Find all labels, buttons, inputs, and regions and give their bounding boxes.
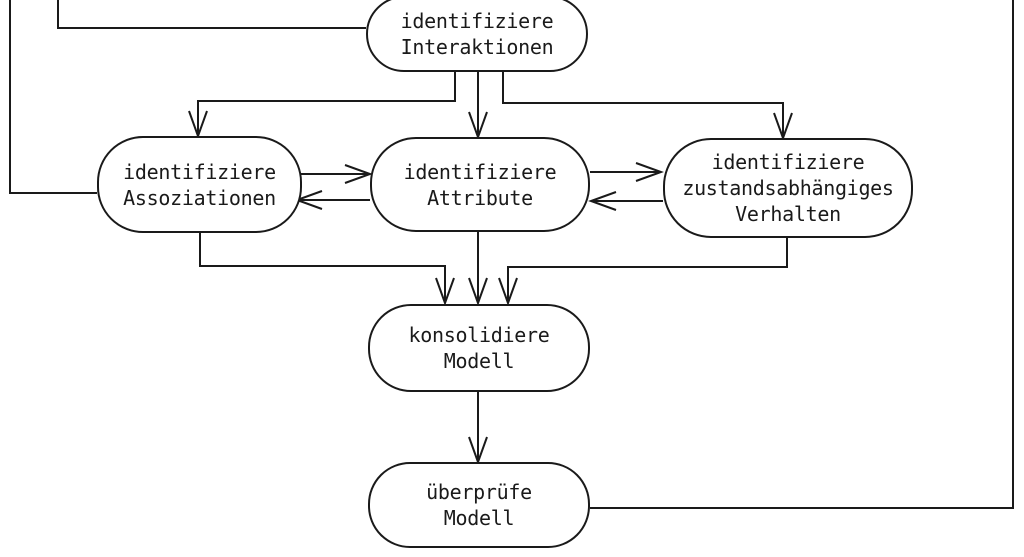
- node-label-interaktionen: identifiziere Interaktionen: [400, 9, 554, 59]
- arrowhead-into-verhalten-left: [635, 162, 664, 182]
- edge-ueberpruefe-to-topright: [590, 0, 1014, 509]
- edge-topleft-to-assoziationen: [9, 0, 97, 194]
- node-identifiziere-interaktionen: identifiziere Interaktionen: [366, 0, 588, 72]
- edge-verhalten-konsolidiere: [507, 238, 788, 303]
- node-label-verhalten: identifiziere zustandsabhängiges Verhalt…: [682, 150, 894, 226]
- edge-assoziationen-konsolidiere: [199, 232, 446, 303]
- edge-interaktionen-assoziationen: [197, 72, 456, 136]
- node-konsolidiere-modell: konsolidiere Modell: [368, 304, 590, 392]
- node-label-attribute: identifiziere Attribute: [403, 159, 557, 210]
- node-identifiziere-attribute: identifiziere Attribute: [370, 137, 590, 232]
- arrowhead-into-konsolidiere-2: [468, 277, 488, 306]
- arrowhead-into-konsolidiere-1: [435, 277, 455, 306]
- node-ueberpruefe-modell: überprüfe Modell: [368, 462, 590, 548]
- edge-topleft-to-interaktionen: [57, 0, 366, 29]
- node-label-assoziationen: identifiziere Assoziationen: [123, 159, 276, 210]
- node-identifiziere-assoziationen: identifiziere Assoziationen: [97, 136, 302, 233]
- arrowhead-into-attribute-right: [588, 191, 617, 211]
- arrowhead-into-konsolidiere-3: [498, 277, 518, 306]
- node-label-ueberpruefe: überprüfe Modell: [426, 480, 532, 530]
- node-label-konsolidiere: konsolidiere Modell: [408, 323, 550, 373]
- node-identifiziere-zustandsabhaengiges-verhalten: identifiziere zustandsabhängiges Verhalt…: [663, 138, 913, 238]
- edge-interaktionen-verhalten: [502, 72, 784, 138]
